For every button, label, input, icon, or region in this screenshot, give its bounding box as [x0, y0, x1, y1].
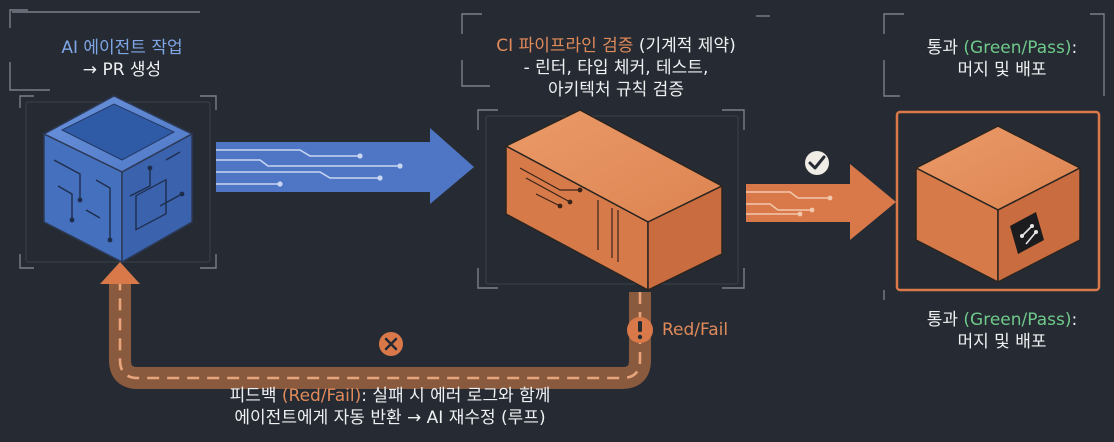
pass-top-title: 통과 (Green/Pass):: [904, 38, 1100, 60]
pass-bottom-suffix: :: [1071, 310, 1078, 330]
check-icon: [805, 151, 829, 175]
feedback-label: 피드백 (Red/Fail): 실패 시 에러 로그와 함께 에이전트에게 자동…: [180, 386, 600, 430]
ci-title-paren: (기계적 제약): [638, 36, 736, 56]
pass-panel-frame: [895, 110, 1101, 292]
pass-arrow: [746, 164, 896, 240]
pass-bottom-title: 통과 (Green/Pass):: [904, 310, 1100, 332]
chip-icon: [42, 95, 194, 264]
fail-label: Red/Fail: [662, 320, 729, 340]
agent-label: AI 에이전트 작업 → PR 생성: [24, 38, 220, 82]
ci-line-3: 아키텍처 규칙 검증: [548, 79, 684, 100]
git-branch-icon: [914, 125, 1082, 284]
frame-decorations: [9, 9, 1105, 300]
feedback-prefix: 피드백: [229, 386, 277, 406]
agent-title: AI 에이전트 작업: [61, 38, 183, 58]
pass-top-prefix: 통과: [926, 38, 959, 58]
pass-bottom-prefix: 통과: [926, 310, 959, 330]
pass-top-line-2: 머지 및 배포: [957, 59, 1047, 80]
pass-bottom-line-2: 머지 및 배포: [957, 331, 1047, 352]
pass-label-bottom: 통과 (Green/Pass): 머지 및 배포: [904, 310, 1100, 354]
ci-line-2: - 린터, 타입 체커, 테스트,: [523, 57, 709, 78]
feedback-line-2: 에이전트에게 자동 반환 → AI 재수정 (루프): [234, 407, 546, 428]
submit-arrow: [216, 128, 474, 204]
ci-label: CI 파이프라인 검증 (기계적 제약) - 린터, 타입 체커, 테스트, 아…: [466, 36, 766, 101]
x-icon: [379, 332, 403, 356]
pass-top-green: (Green/Pass): [963, 38, 1072, 58]
ci-panel-frame: [485, 115, 739, 285]
feedback-suffix: : 실패 시 에러 로그와 함께: [361, 386, 551, 406]
feedback-loop: [100, 262, 651, 389]
exclamation-icon: [627, 317, 653, 343]
feedback-red: (Red/Fail): [281, 386, 362, 406]
ci-title-prefix: CI 파이프라인 검증: [496, 36, 634, 56]
agent-subtitle: → PR 생성: [82, 59, 162, 80]
pass-label-top: 통과 (Green/Pass): 머지 및 배포: [904, 38, 1100, 82]
ci-title: CI 파이프라인 검증 (기계적 제약): [466, 36, 766, 58]
pass-bottom-green: (Green/Pass): [963, 310, 1072, 330]
pass-top-suffix: :: [1071, 38, 1078, 58]
ci-server-icon: [504, 109, 724, 292]
feedback-line-1: 피드백 (Red/Fail): 실패 시 에러 로그와 함께: [180, 386, 600, 408]
